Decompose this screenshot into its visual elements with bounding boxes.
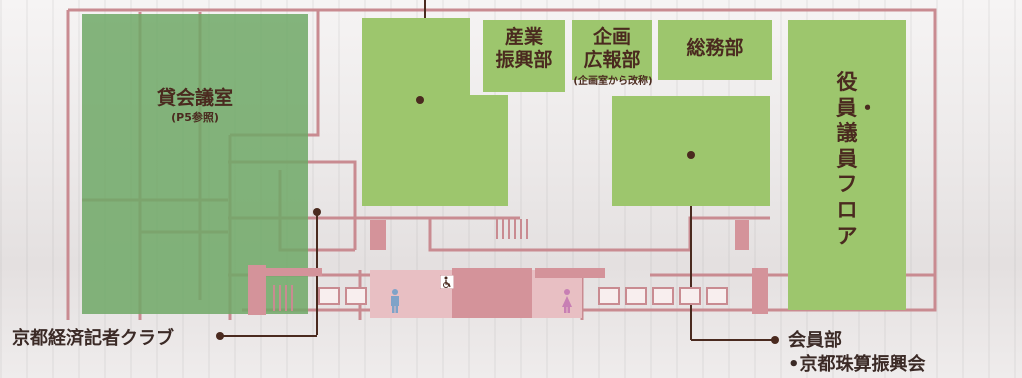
stall <box>679 287 701 305</box>
planning-dept-note: (企画室から改称) <box>573 76 653 87</box>
press-club-callout[interactable]: 京都経済記者クラブ <box>12 328 174 349</box>
planning-dept-label-1: 企画 <box>592 26 631 48</box>
industry-dept-label-2: 振興部 <box>495 49 553 71</box>
executive-floor-label: 役員・議員フロア <box>836 70 878 248</box>
stairs-core-right <box>752 268 768 314</box>
stall <box>345 287 367 305</box>
female-restroom-icon <box>562 289 572 313</box>
pointer-dot <box>687 151 695 159</box>
accessible-restroom-icon <box>440 275 454 289</box>
general-affairs-label: 総務部 <box>686 37 744 59</box>
center-office-lower[interactable] <box>362 95 508 206</box>
industry-dept-label-1: 産業 <box>504 26 543 48</box>
executive-floor-room[interactable] <box>788 20 906 310</box>
pointer-dot <box>216 332 224 340</box>
stairs-icon <box>496 219 528 239</box>
core-right <box>535 268 605 278</box>
planning-dept-room[interactable] <box>572 20 652 80</box>
planning-dept-label-2: 広報部 <box>583 49 641 71</box>
pointer-dot <box>313 208 321 216</box>
general-affairs-room[interactable] <box>658 20 772 80</box>
stairs-icon <box>273 285 293 311</box>
central-core <box>452 268 532 318</box>
conference-room-label: 貸会議室 <box>156 87 233 109</box>
elevator-core-right <box>735 220 749 250</box>
conference-room[interactable] <box>82 14 308 314</box>
male-restroom-icon <box>391 289 399 313</box>
stairs-core <box>248 265 266 315</box>
stall <box>318 287 340 305</box>
pointer-dot <box>771 336 779 344</box>
stall <box>598 287 620 305</box>
pointer-dot <box>416 96 424 104</box>
membership-callout[interactable]: 会員部 <box>788 330 842 351</box>
conference-room-note: (P5参照) <box>171 111 219 124</box>
stall <box>652 287 674 305</box>
elevator-core <box>370 220 386 250</box>
stall <box>625 287 647 305</box>
stall <box>706 287 728 305</box>
core-left <box>262 268 322 276</box>
abacus-association-callout[interactable]: •京都珠算振興会 <box>788 354 926 375</box>
industry-dept-room[interactable] <box>483 20 565 92</box>
